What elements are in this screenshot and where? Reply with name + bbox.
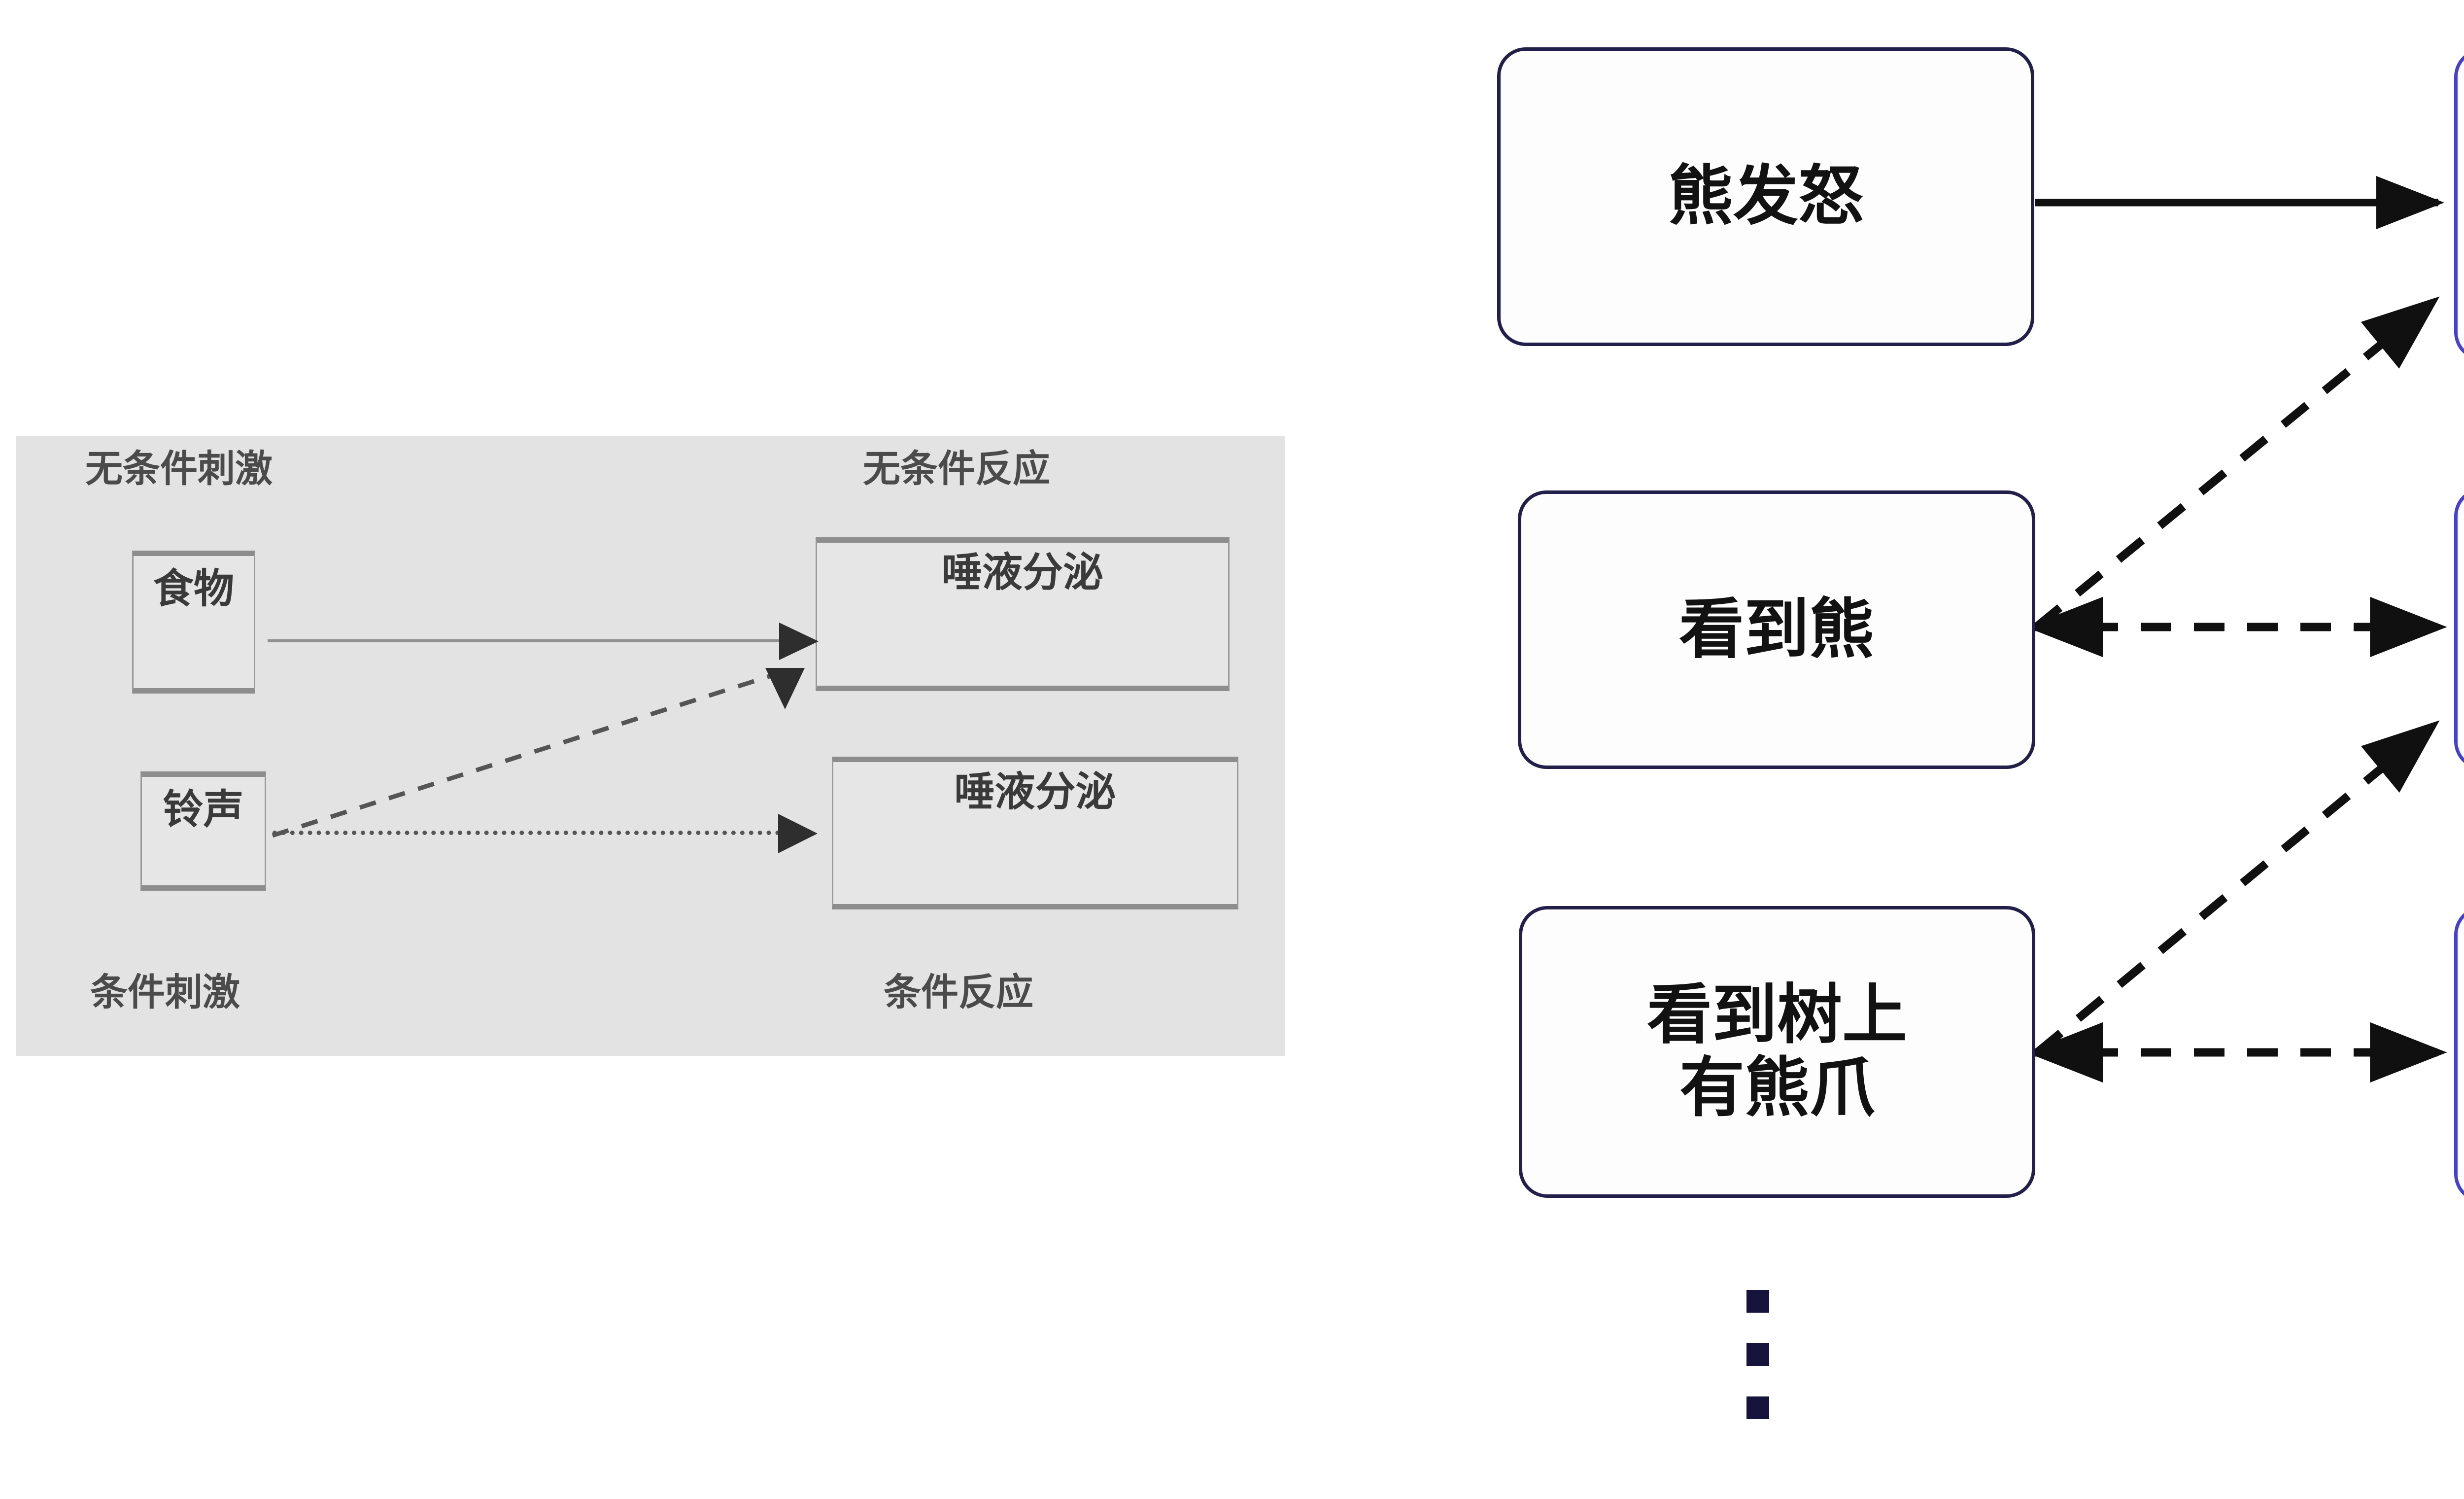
arrow-bell-to-unconditioned-response	[272, 670, 781, 838]
box-food-label: 食物	[153, 565, 234, 612]
label-unconditioned-stimulus: 无条件刺激	[85, 447, 273, 490]
label-conditioned-response: 条件反应	[884, 970, 1033, 1014]
node-see-bear[interactable]: 看到熊	[1518, 490, 2035, 769]
ellipsis-dot	[1746, 1290, 1769, 1313]
edge-see-bear-to-reward	[2033, 296, 2440, 630]
box-salivation-unconditioned: 唾液分泌	[816, 537, 1230, 691]
node-see-tree-claw[interactable]: 看到树上 有熊爪	[1519, 906, 2035, 1198]
node-bear-angry[interactable]: 熊发怒	[1497, 47, 2034, 346]
label-conditioned-stimulus: 条件刺激	[90, 970, 240, 1014]
ellipsis-dot	[1746, 1343, 1769, 1366]
node-see-tree-claw-label: 看到树上 有熊爪	[1647, 977, 1907, 1126]
arrow-bell-to-salivation-line	[273, 831, 780, 835]
node-see-bear-label: 看到熊	[1679, 591, 1874, 667]
ellipsis-dot	[1746, 1396, 1769, 1419]
classical-conditioning-panel: 无条件刺激 无条件反应 条件刺激 条件反应 食物 铃声 唾液分泌 唾液分泌	[16, 436, 1285, 1056]
arrow-food-to-salivation-line	[268, 639, 785, 642]
arrow-food-to-salivation-head-icon	[779, 623, 819, 660]
arrow-bell-to-salivation-head-icon	[778, 814, 818, 853]
arrow-bell-to-unconditioned-response-head-icon	[765, 668, 805, 709]
edge-see-claw-to-value-next	[2034, 720, 2440, 1056]
box-salivation-conditioned-label: 唾液分泌	[954, 768, 1116, 815]
node-reward[interactable]: 奖励	[2454, 48, 2464, 361]
box-bell: 铃声	[140, 771, 266, 891]
node-value-current-state[interactable]: V(s)	[2454, 906, 2464, 1203]
label-unconditioned-response: 无条件反应	[863, 447, 1050, 490]
ellipsis-left-column	[1746, 1290, 1769, 1450]
node-bear-angry-label: 熊发怒	[1668, 158, 1863, 235]
box-salivation-unconditioned-label: 唾液分泌	[941, 549, 1103, 596]
node-value-next-state[interactable]: V(s′)	[2454, 488, 2464, 770]
diagonal-dashed-line	[272, 670, 781, 838]
box-food: 食物	[132, 551, 255, 694]
box-salivation-conditioned: 唾液分泌	[832, 757, 1238, 909]
box-bell-label: 铃声	[163, 786, 244, 833]
